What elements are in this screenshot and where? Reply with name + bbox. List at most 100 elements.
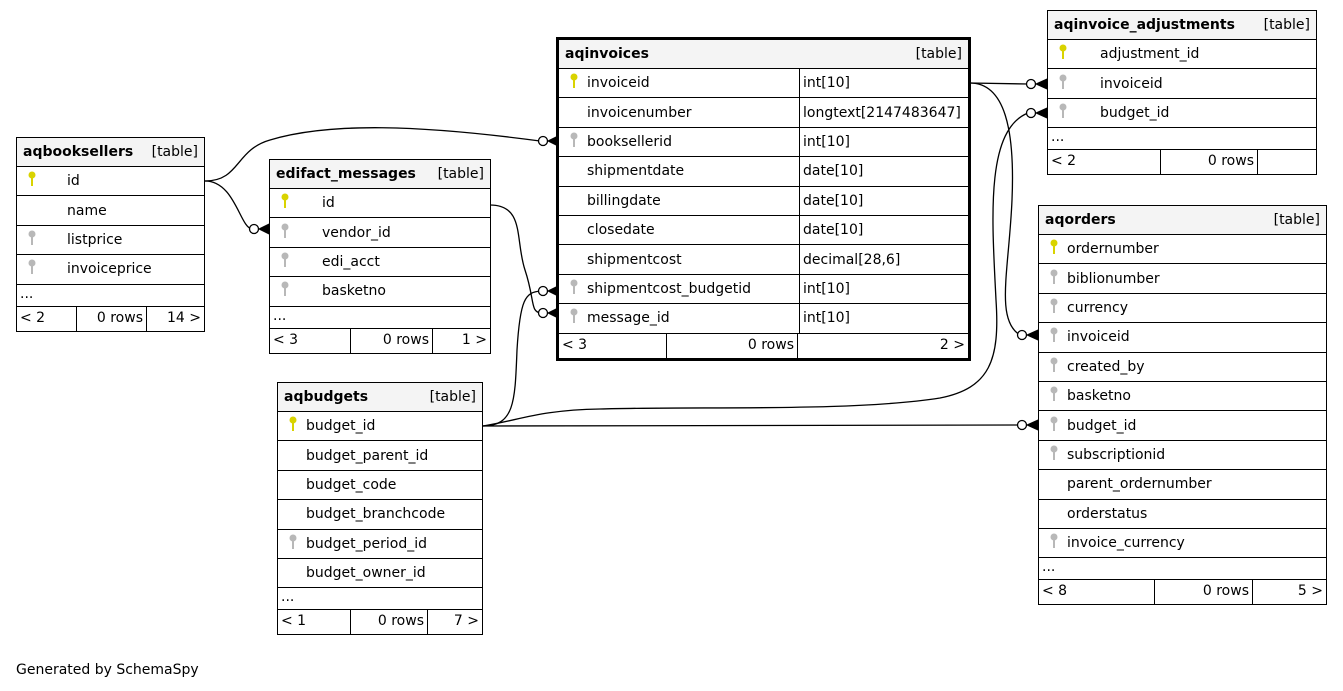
column-row[interactable]: subscriptionid [1039, 441, 1326, 471]
table-aqorders[interactable]: aqorders [table] ordernumber biblionumber… [1038, 205, 1327, 606]
row-count: 0 rows [351, 610, 428, 635]
table-name[interactable]: aqbooksellers [23, 144, 134, 160]
edge-end-circle [1025, 107, 1037, 119]
column-row[interactable]: biblionumber [1039, 264, 1326, 294]
column-row[interactable]: id [270, 189, 490, 219]
column-name: budget_code [306, 476, 397, 493]
table-header[interactable]: aqinvoice_adjustments [table] [1048, 11, 1316, 40]
column-row[interactable]: currency [1039, 294, 1326, 324]
column-name: budget_id [1067, 417, 1137, 434]
parents-count[interactable]: < 3 [270, 328, 351, 353]
children-count[interactable] [1258, 150, 1316, 174]
parents-count[interactable]: < 2 [1048, 150, 1161, 175]
column-row[interactable]: id [17, 167, 204, 197]
column-row[interactable]: orderstatus [1039, 500, 1326, 529]
table-name[interactable]: aqbudgets [284, 389, 369, 405]
column-name: created_by [1067, 358, 1145, 375]
column-row[interactable]: adjustment_id [1048, 40, 1316, 70]
table-kind: [table] [429, 389, 476, 405]
table-header[interactable]: aqorders [table] [1039, 206, 1326, 235]
column-name: shipmentcost [587, 251, 682, 268]
children-count[interactable]: 5 > [1297, 583, 1323, 600]
children-count[interactable]: 7 > [453, 613, 479, 630]
parents-count[interactable]: < 3 [559, 333, 667, 358]
table-aqbooksellers[interactable]: aqbooksellers [table] id name listprice inv… [16, 137, 205, 332]
children-count[interactable]: 14 > [167, 309, 201, 326]
table-name[interactable]: aqinvoices [565, 46, 649, 62]
column-row[interactable]: budget_id [1039, 411, 1326, 441]
column-name: invoicenumber [587, 104, 692, 121]
column-row[interactable]: budget_owner_id [278, 559, 482, 589]
foreign-key-icon [1047, 416, 1061, 436]
column-row[interactable]: invoice_currency [1039, 529, 1326, 559]
more-columns: ... [270, 307, 490, 329]
table-name[interactable]: aqorders [1045, 212, 1116, 228]
children-count[interactable]: 1 > [461, 331, 487, 348]
row-count: 0 rows [77, 306, 147, 331]
foreign-key-icon [286, 534, 300, 554]
column-row[interactable]: basketno [270, 277, 490, 307]
table-header[interactable]: edifact_messages [table] [270, 160, 490, 189]
column-name: name [67, 202, 107, 219]
column-row[interactable]: parent_ordernumber [1039, 470, 1326, 500]
children-count[interactable]: 2 > [939, 336, 965, 353]
column-row[interactable]: created_by [1039, 353, 1326, 382]
column-row[interactable]: ordernumber [1039, 235, 1326, 265]
foreign-key-icon [567, 308, 581, 328]
column-row[interactable]: name [17, 196, 204, 226]
edge-budgets-invoices-shipment [482, 290, 542, 427]
more-columns: ... [1048, 128, 1316, 151]
column-row[interactable]: listprice [17, 226, 204, 256]
column-row[interactable]: budget_period_id [278, 530, 482, 559]
table-aqinvoice-adjustments[interactable]: aqinvoice_adjustments [table] adjustment… [1047, 10, 1317, 176]
parents-count[interactable]: < 2 [17, 306, 77, 331]
edge-end-circle [1016, 329, 1028, 341]
parents-count[interactable]: < 8 [1039, 580, 1155, 605]
column-row[interactable]: invoiceprice [17, 255, 204, 285]
table-name[interactable]: aqinvoice_adjustments [1054, 17, 1235, 33]
table-kind: [table] [1263, 17, 1310, 33]
column-name: biblionumber [1067, 270, 1160, 287]
table-header[interactable]: aqbooksellers [table] [17, 138, 204, 167]
column-name: shipmentdate [587, 163, 685, 180]
edge-edifact-invoices [489, 204, 542, 314]
parents-count[interactable]: < 1 [278, 610, 351, 635]
column-row[interactable]: invoiceid [1039, 323, 1326, 353]
crowfoot-icon [1034, 78, 1048, 90]
column-row[interactable]: basketno [1039, 382, 1326, 412]
table-header[interactable]: aqbudgets [table] [278, 383, 482, 412]
crowfoot-icon [257, 223, 270, 235]
table-name[interactable]: edifact_messages [276, 166, 416, 182]
foreign-key-icon [1047, 533, 1061, 553]
column-name: listprice [67, 231, 123, 248]
column-row[interactable]: invoiceid [1048, 69, 1316, 99]
foreign-key-icon [1047, 357, 1061, 377]
column-name: orderstatus [1067, 505, 1148, 522]
edge-booksellers-invoices [204, 127, 541, 182]
row-count: 0 rows [667, 333, 798, 358]
column-row[interactable]: vendor_id [270, 218, 490, 248]
column-row[interactable]: budget_branchcode [278, 500, 482, 530]
column-row[interactable]: budget_code [278, 471, 482, 501]
foreign-key-icon [1047, 445, 1061, 465]
column-row[interactable]: budget_parent_id [278, 441, 482, 471]
column-row[interactable]: budget_id [278, 412, 482, 442]
foreign-key-icon [567, 132, 581, 152]
column-type: date[10] [799, 186, 968, 215]
column-row[interactable]: edi_acct [270, 248, 490, 278]
column-row[interactable]: budget_id [1048, 99, 1316, 129]
foreign-key-icon [278, 281, 292, 301]
table-header[interactable]: aqinvoices [table] [559, 40, 968, 69]
